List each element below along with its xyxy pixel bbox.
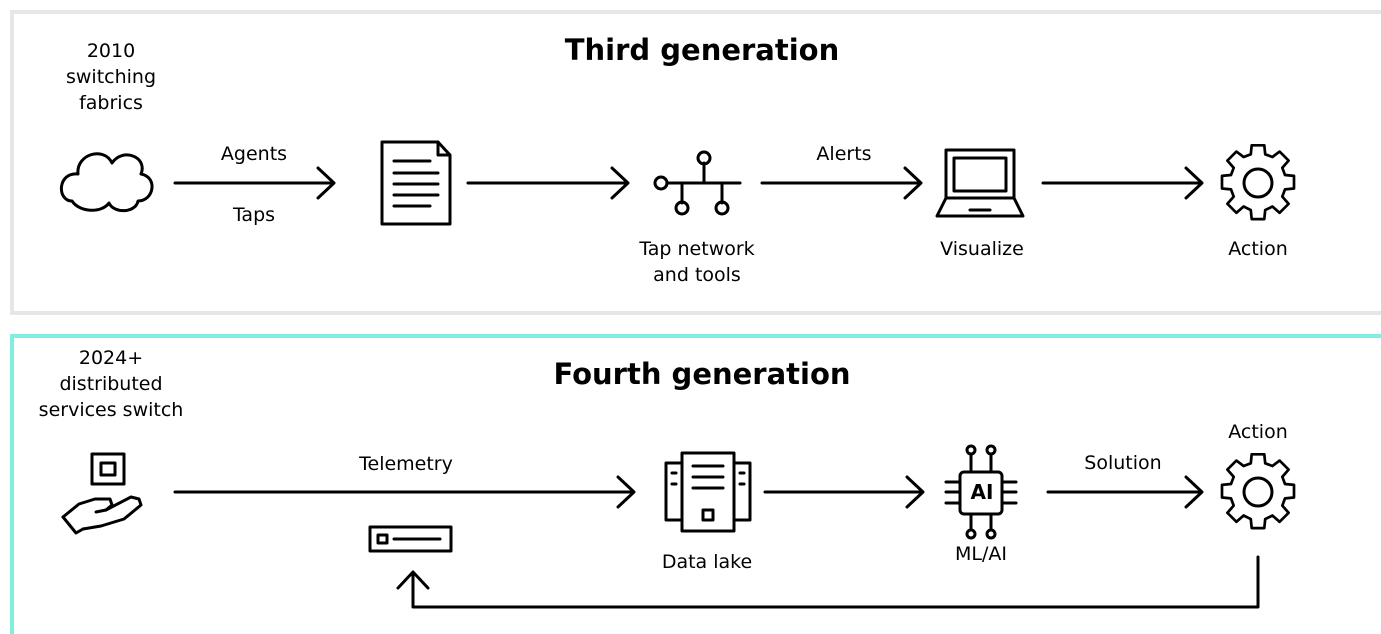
arrow-to-ml <box>763 475 925 509</box>
arrow-visualize <box>1041 166 1204 200</box>
arrow-agents <box>173 166 336 200</box>
alerts-label: Alerts <box>816 143 872 165</box>
tap-network-label: Tap network and tools <box>639 238 755 286</box>
switch-device-icon <box>368 525 453 553</box>
arrow-alerts <box>760 166 923 200</box>
cloud-icon <box>59 152 154 213</box>
third-generation-title: Third generation <box>564 33 840 67</box>
third-action-label: Action <box>1228 238 1288 260</box>
data-lake-label: Data lake <box>661 551 753 573</box>
fourth-generation-panel <box>10 334 1381 634</box>
visualize-label: Visualize <box>940 238 1024 260</box>
third-generation-panel <box>10 10 1381 315</box>
tap-network-icon <box>653 150 742 216</box>
arrow-solution <box>1046 475 1204 509</box>
telemetry-label: Telemetry <box>359 453 453 475</box>
gear-icon <box>1220 143 1296 221</box>
solution-label: Solution <box>1084 452 1162 474</box>
taps-label: Taps <box>232 204 276 226</box>
gear-icon-2 <box>1220 452 1296 530</box>
data-lake-server-icon <box>664 451 752 533</box>
document-icon <box>380 140 452 226</box>
feedback-loop-arrow <box>396 555 1260 609</box>
fourth-source-label: 2024+ distributed services switch <box>38 347 184 421</box>
arrow-telemetry <box>173 475 636 509</box>
hand-chip-icon <box>61 452 143 535</box>
laptop-icon <box>935 148 1025 218</box>
ai-chip-icon <box>944 444 1018 540</box>
arrow-to-tap <box>466 166 630 200</box>
ml-ai-label: ML/AI <box>955 543 1007 565</box>
agents-label: Agents <box>220 143 288 165</box>
third-source-label: 2010 switching fabrics <box>65 40 157 114</box>
fourth-action-label: Action <box>1228 421 1288 443</box>
fourth-generation-title: Fourth generation <box>553 357 851 391</box>
ai-chip-text: AI <box>970 480 994 504</box>
